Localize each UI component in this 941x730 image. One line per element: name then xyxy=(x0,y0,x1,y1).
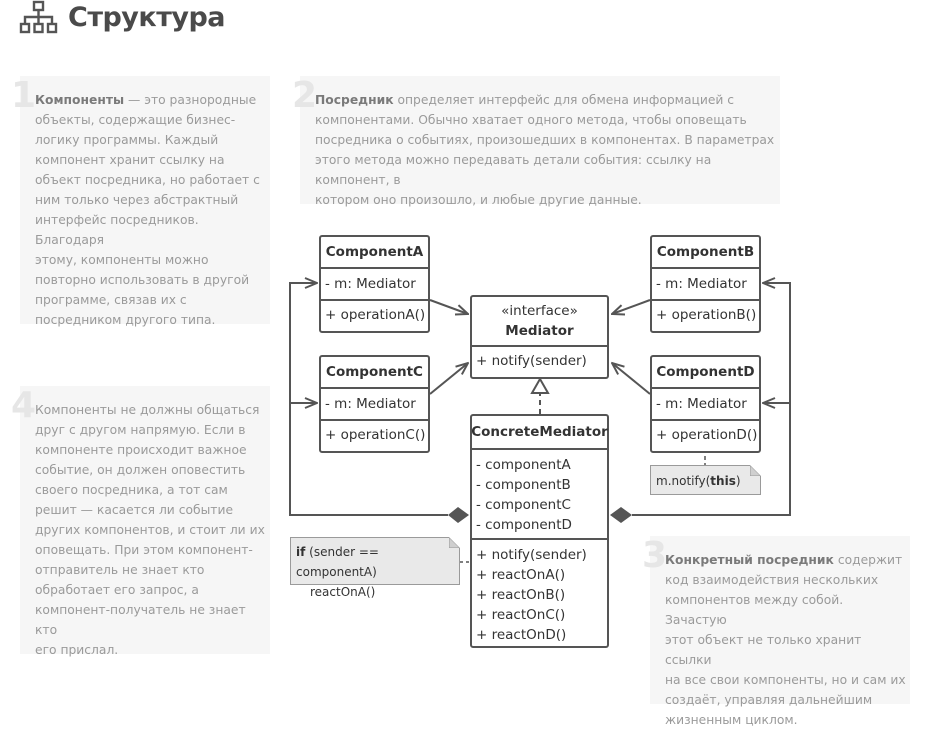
note-number-3: 3 xyxy=(642,535,668,576)
class-method: + operationC() xyxy=(325,427,426,443)
class-field: - m: Mediator xyxy=(325,396,416,412)
class-method: + reactOnA() xyxy=(476,567,566,583)
class-field: - m: Mediator xyxy=(656,276,747,292)
class-concrete-mediator: ConcreteMediator - componentA - componen… xyxy=(470,414,609,648)
class-field: - componentD xyxy=(476,517,572,533)
class-name: ConcreteMediator xyxy=(471,416,608,450)
class-method: + operationB() xyxy=(656,307,757,323)
class-method: + reactOnB() xyxy=(476,587,566,603)
realization-arrowhead xyxy=(530,376,550,394)
interface-stereotype: «interface» xyxy=(501,303,578,319)
class-field: - m: Mediator xyxy=(325,276,416,292)
association-a-mediator xyxy=(429,299,468,314)
diagram-connectors xyxy=(289,0,791,563)
class-method: + notify(sender) xyxy=(476,547,587,563)
note-text-2: Посредник определяет интерфейс для обмен… xyxy=(315,93,775,207)
association-d-mediator xyxy=(612,363,651,395)
structure-icon xyxy=(19,0,58,34)
composition-left-line xyxy=(289,283,448,516)
class-name: ComponentD xyxy=(652,357,759,389)
class-component-d: ComponentD - m: Mediator + operationD() xyxy=(650,355,761,453)
class-field: - componentA xyxy=(476,457,571,473)
note-number-4: 4 xyxy=(11,385,37,426)
class-method: + reactOnD() xyxy=(476,627,567,643)
composition-right-line xyxy=(632,283,791,516)
class-method: + operationA() xyxy=(325,307,426,323)
class-component-b: ComponentB - m: Mediator + operationB() xyxy=(650,235,761,333)
class-name: ComponentC xyxy=(321,357,428,389)
note-box-4 xyxy=(20,386,270,654)
association-c-mediator xyxy=(429,363,468,395)
note-box-2 xyxy=(300,76,780,204)
note-text-3: Конкретный посредник содержит код взаимо… xyxy=(665,553,906,727)
comment-notify: m.notify(this) xyxy=(650,465,761,495)
class-name: ComponentB xyxy=(652,237,759,269)
note-box-1 xyxy=(20,76,270,324)
note-lead-3: Конкретный посредник xyxy=(665,553,834,567)
class-field: - componentB xyxy=(476,477,571,493)
class-field: - componentC xyxy=(476,497,571,513)
note-text-4: Компоненты не должны общаться друг с дру… xyxy=(35,403,265,657)
note-lead-2: Посредник xyxy=(315,93,394,107)
class-component-c: ComponentC - m: Mediator + operationC() xyxy=(319,355,430,453)
section-title: Структура xyxy=(18,0,226,34)
page-title: Структура xyxy=(68,1,226,33)
composition-diamond-right xyxy=(610,507,632,523)
comment-react: if (sender == componentA) reactOnA() xyxy=(290,537,460,599)
note-lead-1: Компоненты xyxy=(35,93,125,107)
class-field: - m: Mediator xyxy=(656,396,747,412)
interface-method: + notify(sender) xyxy=(476,353,587,369)
class-method: + operationD() xyxy=(656,427,758,443)
note-text-1: Компоненты — это разнородные объекты, со… xyxy=(35,93,260,327)
class-component-a: ComponentA - m: Mediator + operationA() xyxy=(319,235,430,333)
class-name: ComponentA xyxy=(321,237,428,269)
class-method: + reactOnC() xyxy=(476,607,566,623)
note-number-2: 2 xyxy=(292,75,318,116)
interface-mediator: «interface» Mediator + notify(sender) xyxy=(470,295,609,379)
note-box-3 xyxy=(650,536,910,704)
comment-fold-icon xyxy=(750,465,761,476)
interface-name: Mediator xyxy=(505,323,574,339)
note-number-1: 1 xyxy=(11,75,37,116)
composition-diamond-left xyxy=(448,507,469,523)
comment-fold-icon xyxy=(449,537,460,548)
association-b-mediator xyxy=(612,299,651,314)
